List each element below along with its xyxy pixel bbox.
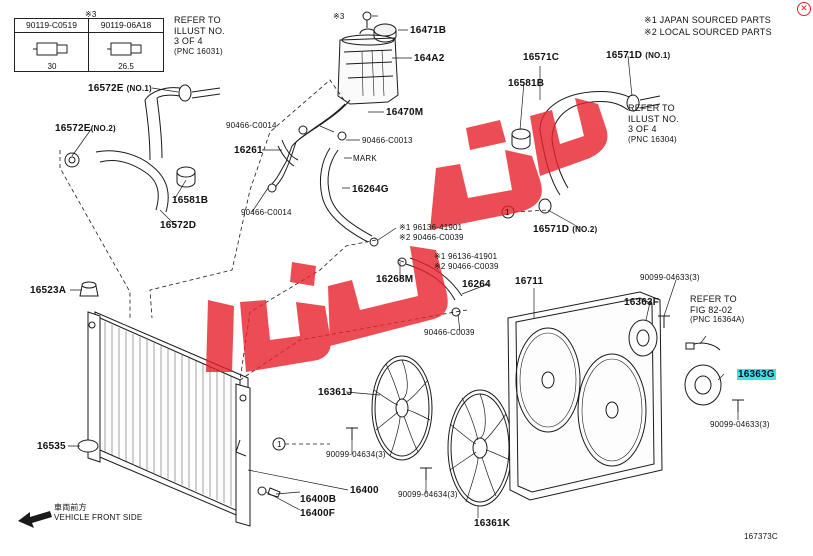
- label-16572D[interactable]: 16572D: [160, 220, 197, 231]
- label-16572E-no1[interactable]: 16572E (NO.1): [88, 83, 152, 94]
- label-16535[interactable]: 16535: [37, 441, 66, 452]
- table-dim-2: 26.5: [118, 62, 134, 71]
- label-16523A[interactable]: 16523A: [30, 285, 67, 296]
- label-96136-41901-b[interactable]: ※1 96136-41901: [434, 252, 498, 261]
- label-164A2[interactable]: 164A2: [414, 53, 445, 64]
- table-header-2: 90119-06A18: [89, 19, 163, 33]
- label-mark: MARK: [353, 154, 377, 163]
- label-16363F[interactable]: 16363F: [624, 297, 660, 308]
- label-90466-C0013[interactable]: 90466-C0013: [362, 136, 413, 145]
- label-16264G[interactable]: 16264G: [352, 184, 389, 195]
- label-16571D-no2[interactable]: 16571D (NO.2): [533, 224, 598, 235]
- label-90466-C0039-b[interactable]: ※2 90466-C0039: [434, 262, 499, 271]
- label-90099-04634-b[interactable]: 90099-04634(3): [398, 490, 458, 499]
- table-header-1: 90119-C0519: [15, 19, 89, 33]
- refer-top-left: REFER TO ILLUST NO. 3 OF 4 (PNC 16031): [174, 15, 225, 56]
- fan-right: [447, 389, 513, 507]
- note-japan: ※1 JAPAN SOURCED PARTS: [644, 15, 771, 25]
- refer-top-right: REFER TO ILLUST NO. 3 OF 4 (PNC 16304): [628, 103, 679, 144]
- clamp-icon-1: [33, 42, 68, 56]
- cap: [373, 23, 397, 37]
- label-90466-C0014-b[interactable]: 90466-C0014: [241, 208, 292, 217]
- label-16572E-no2[interactable]: 16572E(NO.2): [55, 123, 116, 134]
- label-16571C[interactable]: 16571C: [523, 52, 560, 63]
- label-90099-04633-a[interactable]: 90099-04633(3): [640, 273, 700, 282]
- circle-ref-1-a: 1: [505, 208, 510, 217]
- refer-fig: REFER TO FIG 82-02 (PNC 16364A): [690, 294, 745, 324]
- label-16264[interactable]: 16264: [462, 279, 491, 290]
- note-local: ※2 LOCAL SOURCED PARTS: [644, 27, 772, 37]
- fan-left: [371, 355, 433, 461]
- front-label-cn: 車両前方: [54, 503, 87, 512]
- label-90099-04633-b[interactable]: 90099-04633(3): [710, 420, 770, 429]
- label-16571D-no1[interactable]: 16571D (NO.1): [606, 50, 671, 61]
- label-16471B[interactable]: 16471B: [410, 25, 447, 36]
- label-16470M[interactable]: 16470M: [386, 107, 424, 118]
- reservoir-tank: [337, 28, 399, 105]
- label-16581B-right[interactable]: 16581B: [508, 78, 545, 89]
- clamp-size-table: 90119-C0519 90119-06A18 30 26.5: [14, 18, 164, 72]
- watermark: [206, 98, 608, 372]
- front-label-en: VEHICLE FRONT SIDE: [54, 513, 143, 522]
- table-mark: ※3: [85, 10, 97, 19]
- label-16400[interactable]: 16400: [350, 485, 379, 496]
- label-16261[interactable]: 16261: [234, 145, 263, 156]
- label-16400F[interactable]: 16400F: [300, 508, 336, 519]
- fan-shroud: [507, 291, 663, 501]
- label-16400B[interactable]: 16400B: [300, 494, 337, 505]
- label-90466-C0039-a[interactable]: ※2 90466-C0039: [399, 233, 464, 242]
- front-arrow-icon: [18, 511, 52, 528]
- clamp-icon-2: [107, 42, 142, 56]
- label-16581B-left[interactable]: 16581B: [172, 195, 209, 206]
- label-16361J[interactable]: 16361J: [318, 387, 353, 398]
- label-16361K[interactable]: 16361K: [474, 518, 511, 529]
- label-16268M[interactable]: 16268M: [376, 274, 414, 285]
- diagram-code: 167373C: [744, 532, 778, 541]
- circle-ref-1-b: 1: [277, 440, 282, 449]
- label-16363G[interactable]: 16363G: [737, 369, 776, 380]
- label-90466-C0039-c[interactable]: 90466-C0039: [424, 328, 475, 337]
- close-icon[interactable]: ✕: [797, 2, 811, 16]
- table-dim-1: 30: [47, 62, 57, 71]
- star-mark: ※3: [333, 12, 345, 21]
- label-90466-C0014-a[interactable]: 90466-C0014: [226, 121, 277, 130]
- label-90099-04634-a[interactable]: 90099-04634(3): [326, 450, 386, 459]
- label-16711[interactable]: 16711: [515, 276, 544, 287]
- label-96136-41901-a[interactable]: ※1 96136-41901: [399, 223, 463, 232]
